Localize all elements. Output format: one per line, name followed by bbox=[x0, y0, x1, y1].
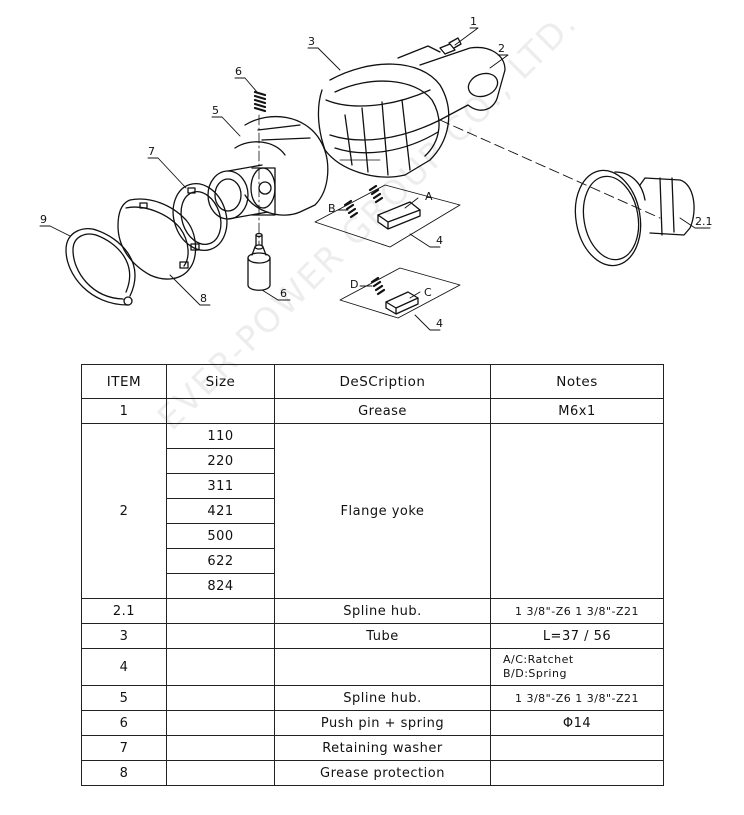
grease-protection-part bbox=[117, 198, 197, 280]
cell-size: 622 bbox=[166, 548, 275, 574]
letter-c: C bbox=[424, 286, 432, 299]
cell-item: 2 bbox=[81, 423, 167, 599]
letter-a: A bbox=[425, 190, 433, 203]
table-row: 421 bbox=[82, 498, 664, 524]
callout-5: 5 bbox=[212, 104, 219, 117]
table-row: 500 bbox=[82, 523, 664, 549]
table-row: 311 bbox=[82, 473, 664, 499]
cell-notes: A/C:Ratchet B/D:Spring bbox=[490, 648, 664, 686]
cell-description bbox=[274, 648, 491, 686]
cell-notes bbox=[490, 423, 664, 599]
table-header-row: ITEM Size DeSCription Notes bbox=[81, 364, 664, 399]
grease-nipple-part bbox=[439, 37, 462, 55]
cell-description: Retaining washer bbox=[274, 735, 491, 761]
callout-7: 7 bbox=[148, 145, 155, 158]
header-description: DeSCription bbox=[274, 364, 491, 399]
table-row: 1 Grease M6x1 bbox=[81, 398, 664, 424]
cell-description: Push pin + spring bbox=[274, 710, 491, 736]
table-row: 2.1 Spline hub. 1 3/8"-Z6 1 3/8"-Z21 bbox=[81, 598, 664, 624]
cell-item: 6 bbox=[81, 710, 167, 736]
spring-part-upper bbox=[253, 90, 267, 113]
cell-notes: 1 3/8"-Z6 1 3/8"-Z21 bbox=[490, 598, 664, 624]
cell-notes: 1 3/8"-Z6 1 3/8"-Z21 bbox=[490, 685, 664, 711]
cell-size bbox=[166, 648, 275, 686]
callout-4-upper: 4 bbox=[436, 234, 443, 247]
note-line: B/D:Spring bbox=[503, 667, 567, 680]
table-row: 220 bbox=[82, 448, 664, 474]
cell-description: Flange yoke bbox=[274, 423, 491, 599]
header-item: ITEM bbox=[81, 364, 167, 399]
cell-size bbox=[166, 710, 275, 736]
table-row: 2 110 Flange yoke bbox=[81, 423, 664, 599]
table-row: 3 Tube L=37 / 56 bbox=[81, 623, 664, 649]
table-row: 6 Push pin + spring Φ14 bbox=[81, 710, 664, 736]
table-row: 5 Spline hub. 1 3/8"-Z6 1 3/8"-Z21 bbox=[81, 685, 664, 711]
snap-ring-part bbox=[65, 227, 136, 306]
cell-notes: L=37 / 56 bbox=[490, 623, 664, 649]
ratchet-kit-upper bbox=[314, 184, 461, 248]
cell-size: 311 bbox=[166, 473, 275, 499]
table-row: 824 bbox=[82, 573, 664, 599]
table-row: 622 bbox=[82, 548, 664, 574]
exploded-view-drawing: 1 2 2.1 3 4 4 5 6 6 7 8 9 A B C D bbox=[39, 15, 713, 331]
tube-cage-part bbox=[317, 63, 450, 178]
retaining-washer-part bbox=[172, 183, 228, 251]
table-row: 8 Grease protection bbox=[81, 760, 664, 786]
callout-2: 2 bbox=[498, 42, 505, 55]
cell-size bbox=[166, 398, 275, 424]
cell-notes: M6x1 bbox=[490, 398, 664, 424]
cell-size bbox=[166, 598, 275, 624]
cell-item: 8 bbox=[81, 760, 167, 786]
letter-b: B bbox=[328, 202, 336, 215]
push-pin-part bbox=[247, 232, 271, 291]
table-row: 4 A/C:Ratchet B/D:Spring bbox=[81, 648, 664, 686]
flange-yoke-part bbox=[397, 45, 506, 121]
cell-notes: Φ14 bbox=[490, 710, 664, 736]
callout-8: 8 bbox=[200, 292, 207, 305]
callout-2-1: 2.1 bbox=[695, 215, 713, 228]
callout-4-lower: 4 bbox=[436, 317, 443, 330]
cell-item: 7 bbox=[81, 735, 167, 761]
ratchet-kit-lower bbox=[339, 267, 461, 319]
header-notes: Notes bbox=[490, 364, 664, 399]
cell-size: 824 bbox=[166, 573, 275, 599]
header-size: Size bbox=[166, 364, 275, 399]
note-line: A/C:Ratchet bbox=[503, 653, 574, 666]
cell-item: 3 bbox=[81, 623, 167, 649]
cell-item: 2.1 bbox=[81, 598, 167, 624]
table-row: 7 Retaining washer bbox=[81, 735, 664, 761]
letter-d: D bbox=[350, 278, 358, 291]
cell-size bbox=[166, 623, 275, 649]
cell-item: 5 bbox=[81, 685, 167, 711]
cell-description: Tube bbox=[274, 623, 491, 649]
cell-notes bbox=[490, 735, 664, 761]
callout-6-lower: 6 bbox=[280, 287, 287, 300]
cell-size bbox=[166, 685, 275, 711]
callout-9: 9 bbox=[40, 213, 47, 226]
callout-3: 3 bbox=[308, 35, 315, 48]
spline-hub-flange-part bbox=[574, 169, 695, 267]
cell-size: 500 bbox=[166, 523, 275, 549]
cell-notes bbox=[490, 760, 664, 786]
cell-description: Spline hub. bbox=[274, 598, 491, 624]
cell-description: Spline hub. bbox=[274, 685, 491, 711]
cell-description: Grease bbox=[274, 398, 491, 424]
cell-size: 110 bbox=[166, 423, 275, 449]
cell-size: 421 bbox=[166, 498, 275, 524]
spline-hub-part bbox=[207, 115, 329, 220]
cell-size bbox=[166, 760, 275, 786]
cell-size: 220 bbox=[166, 448, 275, 474]
cell-size bbox=[166, 735, 275, 761]
cell-description: Grease protection bbox=[274, 760, 491, 786]
cell-item: 1 bbox=[81, 398, 167, 424]
parts-table: ITEM Size DeSCription Notes 1 Grease M6x… bbox=[81, 364, 664, 786]
cell-item: 4 bbox=[81, 648, 167, 686]
callout-1: 1 bbox=[470, 15, 477, 28]
callout-6-upper: 6 bbox=[235, 65, 242, 78]
